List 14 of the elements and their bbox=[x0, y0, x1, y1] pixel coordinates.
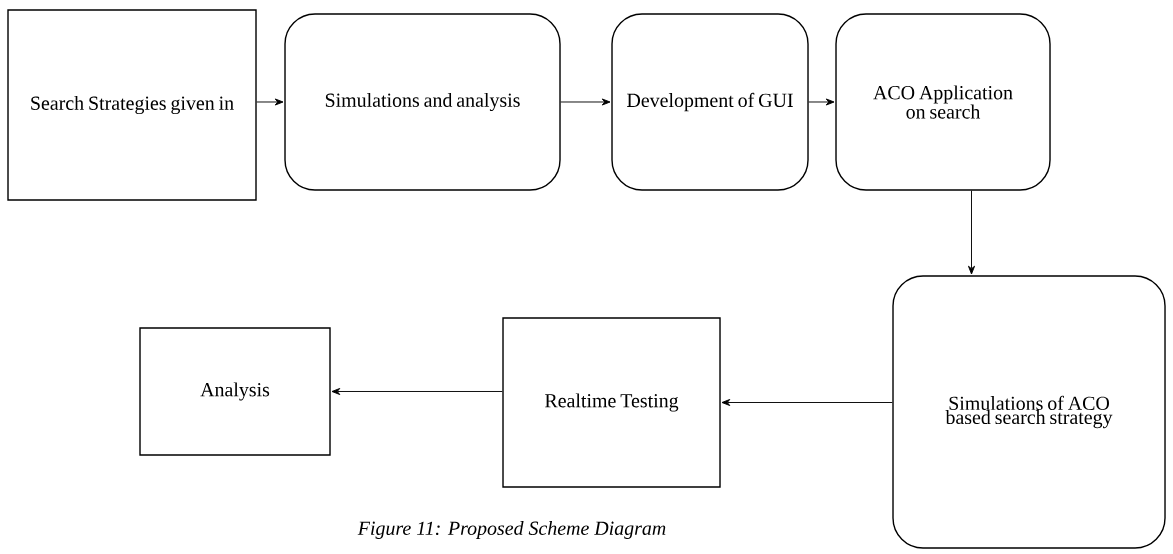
arrow bbox=[968, 190, 975, 275]
arrow bbox=[721, 399, 893, 406]
arrow bbox=[331, 388, 503, 395]
process-box: Simulations and analysis bbox=[284, 13, 561, 191]
process-box: Realtime Testing bbox=[502, 317, 721, 488]
process-box: Search Strategies given in bbox=[7, 9, 257, 201]
process-box: Simulations of ACO based search strategy bbox=[892, 275, 1166, 549]
figure-caption: Figure 11: Proposed Scheme Diagram bbox=[357, 520, 666, 540]
arrow bbox=[560, 98, 611, 106]
process-box: ACO Application on search bbox=[835, 13, 1051, 191]
process-box: Development of GUI bbox=[611, 13, 809, 191]
arrow bbox=[808, 98, 835, 106]
arrow bbox=[256, 98, 284, 106]
process-box: Analysis bbox=[139, 327, 331, 456]
